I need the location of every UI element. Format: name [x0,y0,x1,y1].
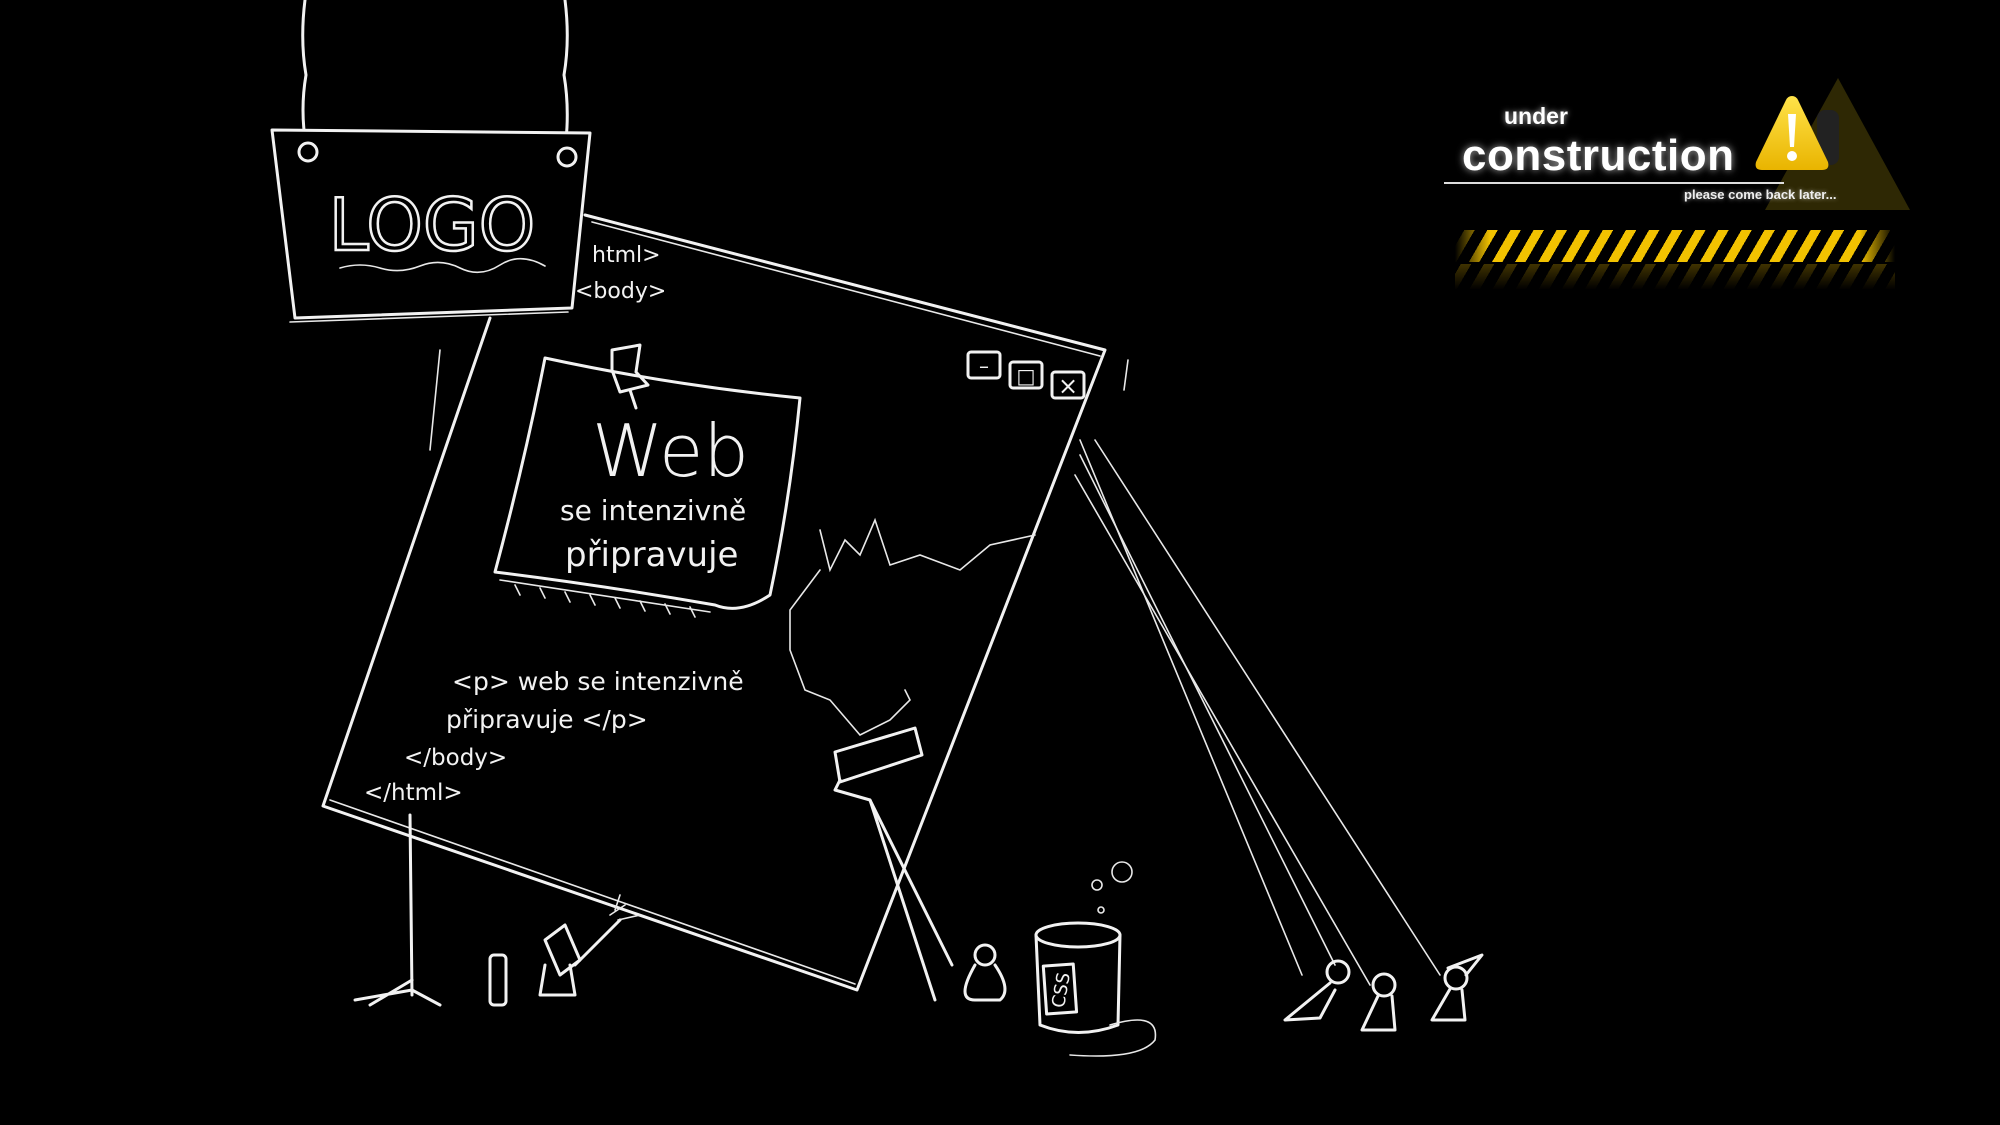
badge-divider [1444,182,1784,184]
badge-construction: construction [1462,131,1735,180]
browser-window-sketch: – □ × html> <body> <p> web se intenzivně… [321,213,1129,992]
maximize-button [1008,360,1044,390]
sticky-note-line2: připravuje [565,535,738,575]
window-controls: – □ × [966,350,1086,400]
sticky-note-line1: se intenzivně [560,494,746,527]
minimize-glyph: – [979,354,989,378]
code-open-html: html> [592,243,661,268]
under-construction-badge: under construction please come back late… [1420,60,1920,300]
logo-sign: LOGO [270,128,592,323]
code-close-body: </body> [404,745,507,771]
close-button [1050,370,1086,400]
sticky-note: Web se intenzivně připravuje [493,343,802,618]
logo-text: LOGO [329,183,536,267]
code-open-body: <body> [575,279,666,304]
tripod-stand [353,813,442,1007]
characters-pulling [1283,953,1484,1032]
maximize-glyph: □ [1017,364,1036,388]
hazard-stripes [1455,230,1895,262]
code-paragraph-line1: <p> web se intenzivně [452,667,744,696]
sign-chains [301,0,569,152]
pushpin-icon [610,343,650,410]
code-close-html: </html> [364,780,463,806]
paint-can-label: CSS [1048,971,1075,1010]
paint-roller [833,726,954,1002]
welder-figure [488,894,641,1007]
hazard-stripes-reflection [1455,264,1895,290]
sticky-note-title: Web [592,409,749,493]
close-glyph: × [1058,372,1078,400]
badge-subtitle: please come back later... [1684,187,1837,202]
snowman-figure [963,943,1007,1002]
minimize-button [966,350,1002,380]
warning-icon [1755,96,1829,170]
code-paragraph-line2: připravuje </p> [446,705,648,734]
css-paint-can: CSS [1034,861,1157,1057]
badge-under: under [1504,103,1568,129]
ropes [1074,439,1441,986]
